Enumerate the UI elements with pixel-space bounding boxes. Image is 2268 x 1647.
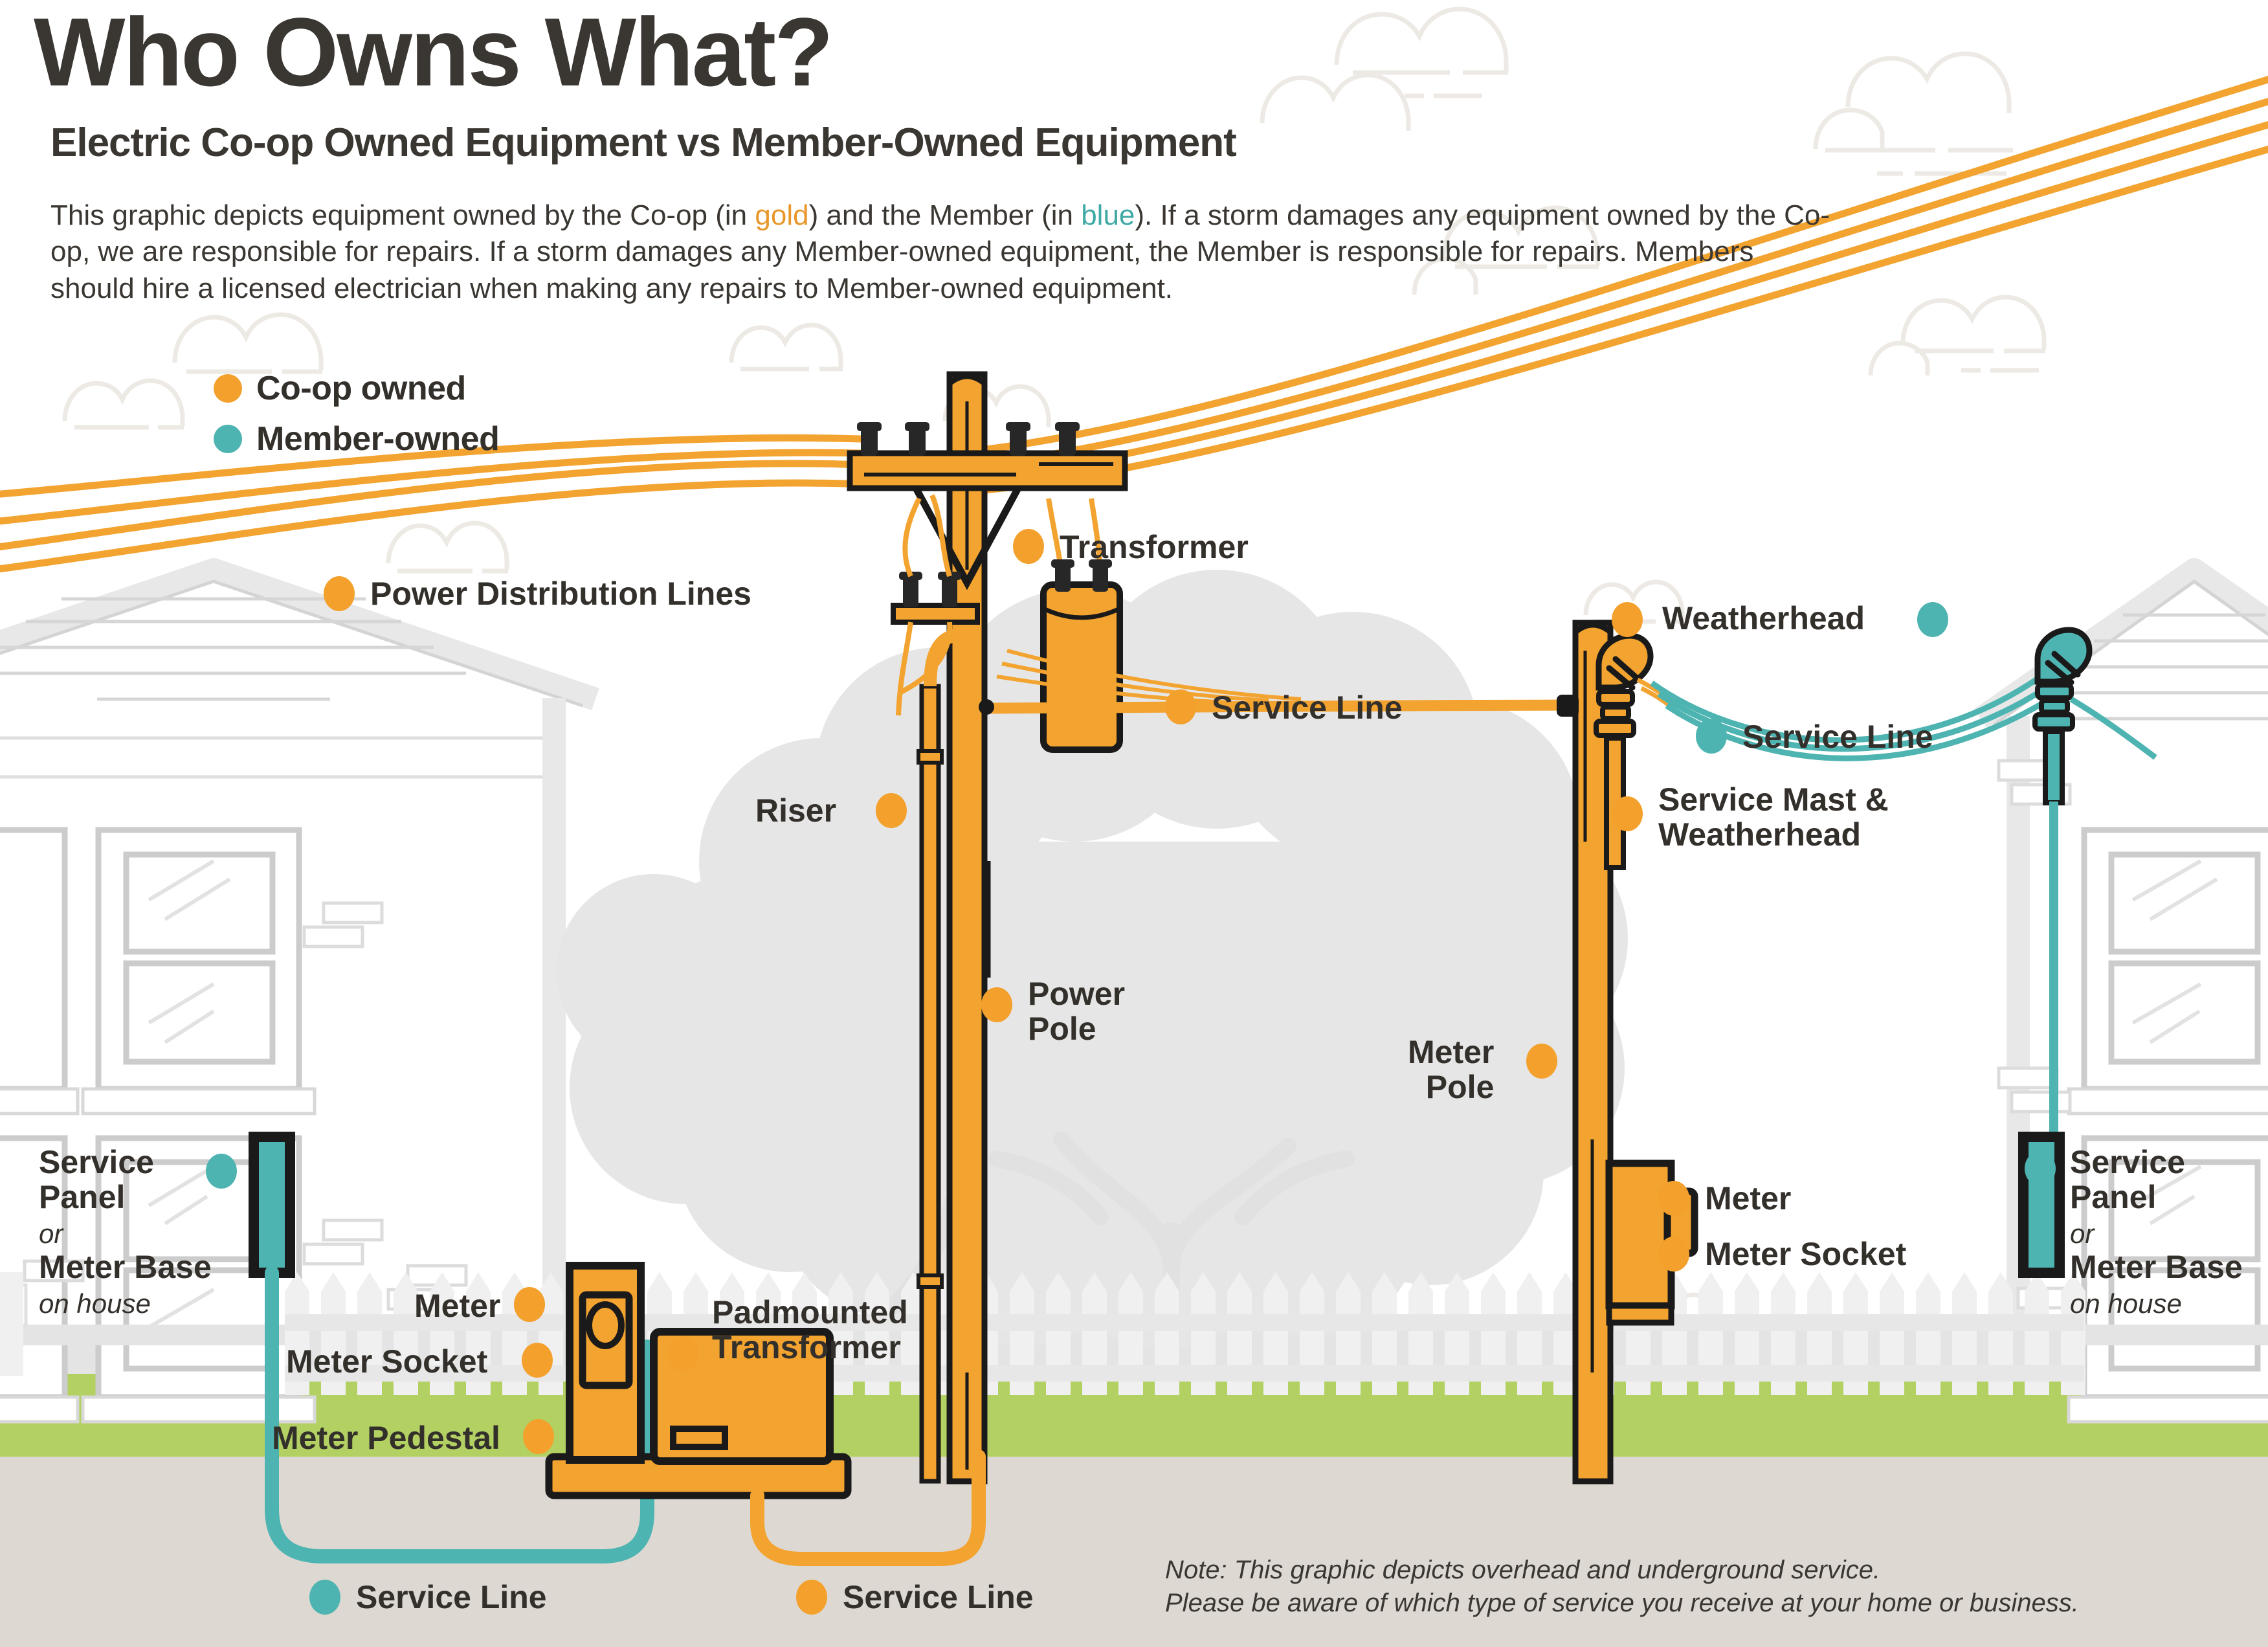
legend-item-coop: Co-op owned <box>214 369 499 408</box>
label-service-panel-right-on-house: on house <box>2070 1288 2182 1319</box>
legend-dot-member-icon <box>214 425 242 453</box>
dot-service-mast-weatherhead-icon <box>1612 796 1643 831</box>
meter-pole-assembly <box>1557 620 1698 1485</box>
power-pole-assembly <box>847 371 1578 1485</box>
dot-power-pole-icon <box>981 987 1012 1022</box>
intro-part-2: ) and the Member (in <box>808 199 1082 231</box>
label-weatherhead: Weatherhead <box>1662 600 1865 636</box>
label-meter-pedestal: Meter Pedestal <box>272 1420 500 1456</box>
label-meter-pedestal-meter-socket: Meter Socket <box>286 1343 488 1380</box>
service-panel-left-art <box>249 1132 654 1563</box>
label-service-line-overhead-member: Service Line <box>1742 719 1933 755</box>
label-meter-pole-meter-socket: Meter Socket <box>1705 1236 1907 1272</box>
label-riser: Riser <box>755 792 837 829</box>
dot-service-line-underground-member-icon <box>309 1580 340 1615</box>
legend-dot-coop-icon <box>214 374 242 403</box>
page-subtitle: Electric Co-op Owned Equipment vs Member… <box>50 120 1237 165</box>
label-service-line-overhead-coop: Service Line <box>1212 689 1403 726</box>
label-service-panel-left-meter-base: Meter Base <box>39 1249 212 1285</box>
intro-blue-word: blue <box>1081 199 1135 231</box>
legend: Co-op owned Member-owned <box>214 369 500 470</box>
dot-service-line-overhead-coop-icon <box>1165 689 1196 724</box>
legend-label-member: Member-owned <box>256 420 500 458</box>
dot-padmounted-transformer-icon <box>668 1336 699 1371</box>
dot-meter-pole-meter-icon <box>1658 1181 1689 1216</box>
weatherhead-coop-art <box>1594 633 1654 870</box>
dot-meter-pole-icon <box>1526 1044 1557 1079</box>
label-service-panel-right-line1: Service <box>2070 1144 2185 1180</box>
label-service-panel-right-line2: Panel <box>2070 1179 2157 1215</box>
label-service-mast-line1: Service Mast & <box>1658 781 1889 818</box>
dot-service-line-underground-coop-icon <box>796 1580 827 1615</box>
intro-paragraph: This graphic depicts equipment owned by … <box>50 197 1843 307</box>
dot-power-distribution-lines-icon <box>324 576 355 611</box>
intro-part-1: This graphic depicts equipment owned by … <box>50 199 755 231</box>
label-service-line-underground-coop: Service Line <box>843 1579 1034 1615</box>
label-meter-pedestal-meter: Meter <box>414 1288 501 1324</box>
label-padmounted-line2: Transformer <box>712 1329 901 1365</box>
label-service-line-underground-member: Service Line <box>356 1579 547 1615</box>
label-service-panel-left-line1: Service <box>39 1144 154 1180</box>
label-service-panel-left-on-house: on house <box>39 1288 151 1319</box>
footer-note: Note: This graphic depicts overhead and … <box>1165 1554 2079 1620</box>
footer-note-line1: Note: This graphic depicts overhead and … <box>1165 1556 1881 1584</box>
footer-note-line2: Please be aware of which type of service… <box>1165 1589 2079 1618</box>
label-transformer: Transformer <box>1060 529 1249 565</box>
transformer-can <box>1040 559 1123 753</box>
dot-weatherhead-coop-icon <box>1612 602 1643 637</box>
dot-riser-icon <box>876 793 907 828</box>
label-power-distribution-lines: Power Distribution Lines <box>370 576 751 612</box>
weatherhead-member-art <box>2032 627 2157 1138</box>
label-service-panel-right-or: or <box>2070 1218 2095 1249</box>
riser-conduit <box>917 628 960 1484</box>
dot-meter-pedestal-meter-socket-icon <box>522 1343 553 1378</box>
label-service-panel-right-meter-base: Meter Base <box>2070 1249 2243 1285</box>
label-service-panel-right: Service Panel or Meter Base on house <box>2070 1145 2243 1319</box>
label-service-mast-line2: Weatherhead <box>1658 816 1862 853</box>
dot-weatherhead-member-icon <box>1917 602 1948 637</box>
dot-transformer-icon <box>1013 529 1044 564</box>
label-power-pole-line2: Pole <box>1028 1011 1096 1047</box>
power-distribution-lines <box>0 76 2268 573</box>
label-service-panel-left: Service Panel or Meter Base on house <box>39 1145 212 1319</box>
intro-gold-word: gold <box>755 199 809 231</box>
label-power-pole-line1: Power <box>1028 976 1126 1012</box>
dot-meter-pole-meter-socket-icon <box>1658 1237 1689 1272</box>
label-service-mast-weatherhead: Service Mast &Weatherhead <box>1658 782 1889 852</box>
label-padmounted-line1: Padmounted <box>712 1294 908 1330</box>
intro-part-3: ). If a storm damages any equipment owne… <box>50 199 1830 304</box>
legend-label-coop: Co-op owned <box>256 370 466 407</box>
label-service-panel-left-line2: Panel <box>39 1179 126 1215</box>
label-meter-pole-meter: Meter <box>1705 1180 1792 1216</box>
label-service-panel-left-or: or <box>39 1218 63 1249</box>
label-meter-pole-line1: Meter <box>1408 1034 1495 1070</box>
dot-service-panel-left-icon <box>206 1154 237 1189</box>
pedestal-transformer-group <box>545 1262 986 1566</box>
tree-silhouette <box>557 570 1628 1381</box>
dot-meter-pedestal-meter-icon <box>514 1287 545 1322</box>
legend-item-member: Member-owned <box>214 420 500 458</box>
dot-meter-pedestal-icon <box>523 1419 554 1454</box>
page-title: Who Owns What? <box>34 0 834 106</box>
dot-service-line-overhead-member-icon <box>1696 719 1727 754</box>
dot-service-panel-right-icon <box>2025 1151 2056 1186</box>
label-meter-pole-line2: Pole <box>1425 1069 1495 1105</box>
